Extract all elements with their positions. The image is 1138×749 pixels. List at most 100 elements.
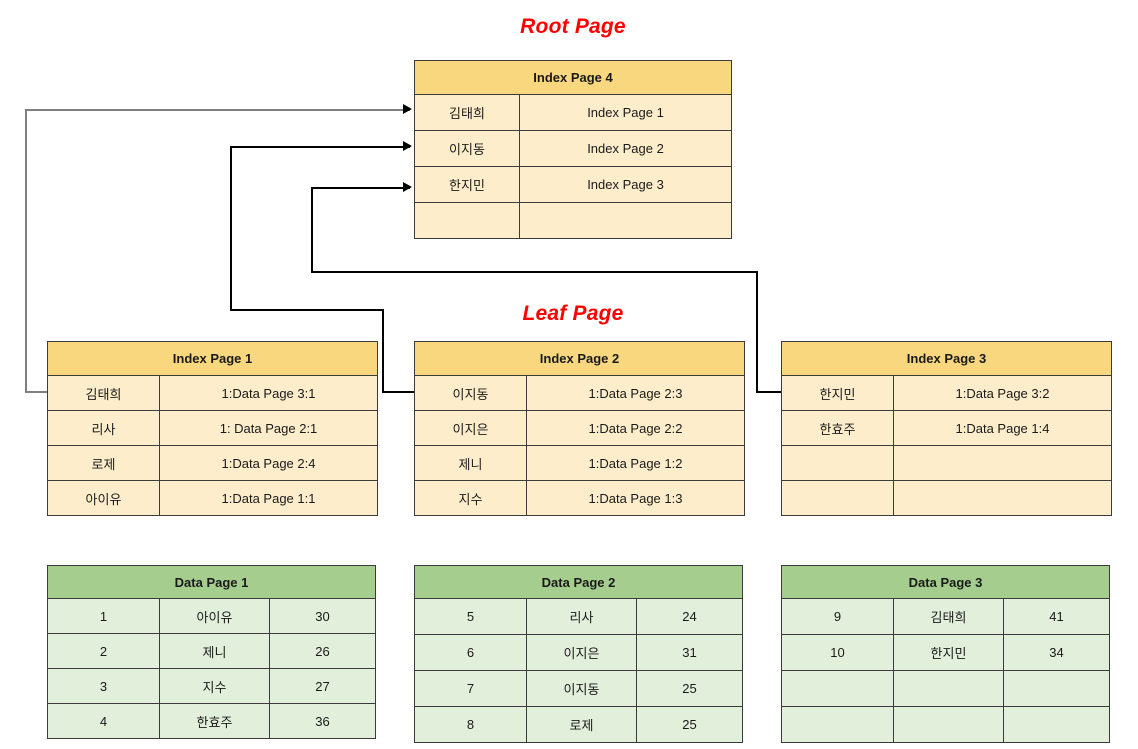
table-row-header: Index Page 2 xyxy=(413,341,746,376)
leaf3-pointer-1: 1:Data Page 3:2 xyxy=(892,375,1113,411)
dp3-value-3 xyxy=(1002,670,1111,707)
leaf2-pointer-4: 1:Data Page 1:3 xyxy=(525,480,746,516)
leaf2-pointer-3: 1:Data Page 1:2 xyxy=(525,445,746,481)
leaf1-key-3: 로제 xyxy=(47,445,160,481)
table-row[interactable]: 리사 1: Data Page 2:1 xyxy=(47,410,379,446)
leaf3-pointer-4 xyxy=(892,480,1113,516)
dp1-value-2: 26 xyxy=(268,633,377,669)
root-pointer-2: Index Page 2 xyxy=(518,130,733,167)
leaf3-pointer-2: 1:Data Page 1:4 xyxy=(892,410,1113,446)
connector-b-bottom xyxy=(382,391,415,393)
dp2-value-4: 25 xyxy=(635,706,744,743)
root-key-3: 한지민 xyxy=(414,166,520,203)
data-page-2-table[interactable]: Data Page 2 5 리사 24 6 이지은 31 7 이지동 25 8 … xyxy=(413,565,744,743)
table-row[interactable]: 한효주 1:Data Page 1:4 xyxy=(781,410,1113,446)
connector-c-bottom xyxy=(756,391,782,393)
leaf-page-1-table[interactable]: Index Page 1 김태희 1:Data Page 3:1 리사 1: D… xyxy=(46,341,379,516)
root-pointer-4 xyxy=(518,202,733,239)
dp2-id-2: 6 xyxy=(414,634,527,671)
table-row[interactable]: 3 지수 27 xyxy=(47,668,377,704)
dp1-name-2: 제니 xyxy=(159,633,270,669)
dp3-name-3 xyxy=(893,670,1004,707)
dp2-name-2: 이지은 xyxy=(526,634,637,671)
leaf1-key-2: 리사 xyxy=(47,410,160,446)
dp1-id-3: 3 xyxy=(47,668,160,704)
leaf-page-3-header: Index Page 3 xyxy=(780,341,1113,376)
table-row-header: Index Page 4 xyxy=(413,60,733,95)
leaf2-key-2: 이지은 xyxy=(414,410,527,446)
dp2-value-2: 31 xyxy=(635,634,744,671)
table-row[interactable]: 이지동 Index Page 2 xyxy=(414,130,733,167)
connector-b-vertical xyxy=(230,146,232,310)
table-row[interactable]: 이지동 1:Data Page 2:3 xyxy=(414,375,746,411)
table-row[interactable]: 9 김태희 41 xyxy=(781,598,1111,635)
table-row[interactable]: 5 리사 24 xyxy=(414,598,744,635)
table-row-header: Data Page 2 xyxy=(413,565,744,599)
connector-c-vertical2 xyxy=(756,271,758,392)
dp1-name-1: 아이유 xyxy=(159,598,270,634)
table-row[interactable]: 7 이지동 25 xyxy=(414,670,744,707)
dp3-id-1: 9 xyxy=(781,598,894,635)
table-row[interactable] xyxy=(781,480,1113,516)
dp3-value-1: 41 xyxy=(1002,598,1111,635)
leaf2-key-3: 제니 xyxy=(414,445,527,481)
root-key-2: 이지동 xyxy=(414,130,520,167)
table-row[interactable]: 한지민 Index Page 3 xyxy=(414,166,733,203)
leaf2-pointer-1: 1:Data Page 2:3 xyxy=(525,375,746,411)
table-row[interactable]: 김태희 1:Data Page 3:1 xyxy=(47,375,379,411)
table-row[interactable]: 한지민 1:Data Page 3:2 xyxy=(781,375,1113,411)
table-row[interactable] xyxy=(781,670,1111,707)
root-pointer-1: Index Page 1 xyxy=(518,94,733,131)
connector-c-mid xyxy=(311,271,758,273)
table-row[interactable]: 8 로제 25 xyxy=(414,706,744,743)
leaf1-key-4: 아이유 xyxy=(47,480,160,516)
dp3-name-2: 한지민 xyxy=(893,634,1004,671)
table-row[interactable]: 6 이지은 31 xyxy=(414,634,744,671)
root-pointer-3: Index Page 3 xyxy=(518,166,733,203)
leaf1-pointer-1: 1:Data Page 3:1 xyxy=(158,375,379,411)
table-row[interactable] xyxy=(781,445,1113,481)
table-row[interactable]: 김태희 Index Page 1 xyxy=(414,94,733,131)
dp1-id-2: 2 xyxy=(47,633,160,669)
leaf1-pointer-4: 1:Data Page 1:1 xyxy=(158,480,379,516)
leaf-page-title: Leaf Page xyxy=(522,302,624,325)
dp3-name-4 xyxy=(893,706,1004,743)
table-row-header: Index Page 1 xyxy=(46,341,379,376)
table-row[interactable]: 이지은 1:Data Page 2:2 xyxy=(414,410,746,446)
dp2-name-3: 이지동 xyxy=(526,670,637,707)
connector-b-top xyxy=(230,146,410,148)
leaf3-key-2: 한효주 xyxy=(781,410,894,446)
dp1-name-3: 지수 xyxy=(159,668,270,704)
table-row[interactable]: 2 제니 26 xyxy=(47,633,377,669)
leaf-page-2-table[interactable]: Index Page 2 이지동 1:Data Page 2:3 이지은 1:D… xyxy=(413,341,746,516)
table-row[interactable] xyxy=(414,202,733,239)
dp2-id-4: 8 xyxy=(414,706,527,743)
connector-b-mid xyxy=(230,309,383,311)
table-row[interactable]: 지수 1:Data Page 1:3 xyxy=(414,480,746,516)
dp2-name-1: 리사 xyxy=(526,598,637,635)
root-key-1: 김태희 xyxy=(414,94,520,131)
table-row[interactable]: 4 한효주 36 xyxy=(47,703,377,739)
leaf2-pointer-2: 1:Data Page 2:2 xyxy=(525,410,746,446)
table-row[interactable]: 1 아이유 30 xyxy=(47,598,377,634)
data-page-3-table[interactable]: Data Page 3 9 김태희 41 10 한지민 34 xyxy=(780,565,1111,743)
table-row[interactable]: 아이유 1:Data Page 1:1 xyxy=(47,480,379,516)
connector-c-vertical xyxy=(311,187,313,272)
table-row[interactable] xyxy=(781,706,1111,743)
data-page-1-table[interactable]: Data Page 1 1 아이유 30 2 제니 26 3 지수 27 4 한… xyxy=(46,565,377,739)
dp3-id-3 xyxy=(781,670,894,707)
table-row[interactable]: 제니 1:Data Page 1:2 xyxy=(414,445,746,481)
dp3-value-4 xyxy=(1002,706,1111,743)
leaf3-pointer-3 xyxy=(892,445,1113,481)
table-row-header: Index Page 3 xyxy=(780,341,1113,376)
dp3-id-4 xyxy=(781,706,894,743)
root-page-table[interactable]: Index Page 4 김태희 Index Page 1 이지동 Index … xyxy=(413,60,733,239)
table-row[interactable]: 10 한지민 34 xyxy=(781,634,1111,671)
dp2-id-3: 7 xyxy=(414,670,527,707)
dp2-id-1: 5 xyxy=(414,598,527,635)
leaf-page-3-table[interactable]: Index Page 3 한지민 1:Data Page 3:2 한효주 1:D… xyxy=(780,341,1113,516)
table-row[interactable]: 로제 1:Data Page 2:4 xyxy=(47,445,379,481)
dp3-value-2: 34 xyxy=(1002,634,1111,671)
leaf3-key-1: 한지민 xyxy=(781,375,894,411)
